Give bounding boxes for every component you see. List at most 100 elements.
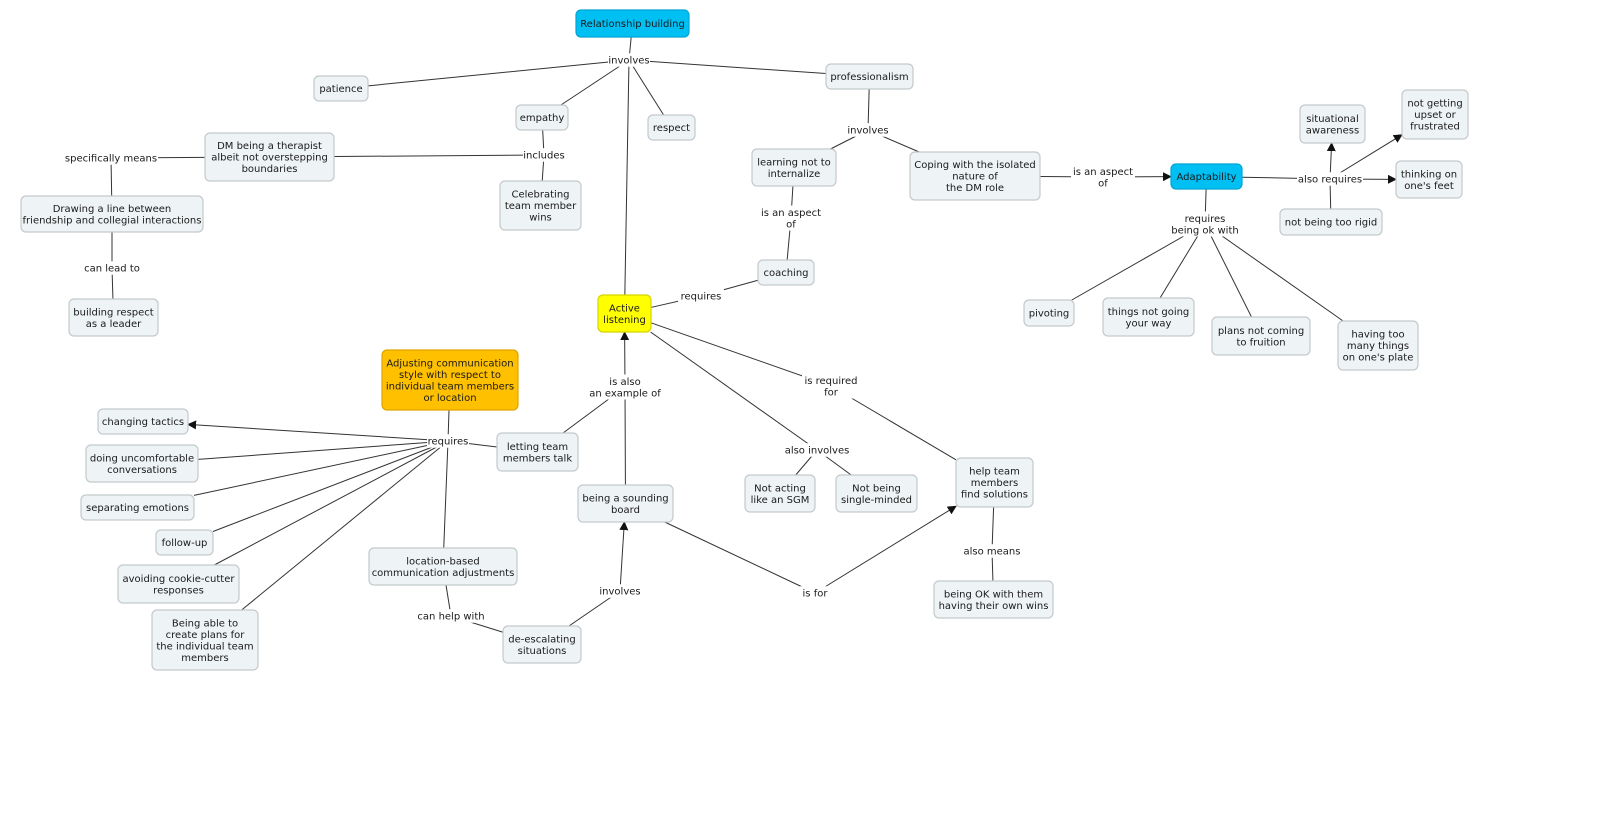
link-label-bg bbox=[416, 609, 486, 623]
concept-respect[interactable]: respect bbox=[647, 114, 696, 141]
concept-patience[interactable]: patience bbox=[313, 75, 369, 102]
concept-relationship-building[interactable]: Relationship building bbox=[575, 9, 690, 38]
link-label-bg bbox=[82, 261, 142, 275]
connector-involves-1-to-empathy bbox=[560, 59, 630, 106]
concept-separating-emotions[interactable]: separating emotions bbox=[80, 494, 195, 521]
connector-requires-ok-to-plans-not-coming bbox=[1204, 223, 1252, 318]
concept-box bbox=[1170, 163, 1243, 190]
link-label-also-means: also means bbox=[964, 547, 1021, 558]
concept-box bbox=[381, 349, 519, 411]
link-label-bg bbox=[800, 586, 830, 600]
concept-empathy[interactable]: empathy bbox=[515, 104, 569, 131]
concept-pivoting[interactable]: pivoting bbox=[1023, 299, 1075, 327]
link-label-is-for: is for bbox=[803, 589, 829, 600]
link-label-bg bbox=[64, 151, 158, 165]
connector-help-solutions-to-also-means bbox=[991, 506, 995, 552]
concept-label: empathy bbox=[520, 113, 565, 124]
concept-box bbox=[1023, 299, 1075, 327]
concept-not-rigid[interactable]: not being too rigid bbox=[1279, 208, 1383, 236]
link-label-bg bbox=[963, 544, 1021, 558]
connector-also-requires-to-not-upset bbox=[1329, 134, 1403, 180]
connector-requires-2-to-cookie-cutter bbox=[214, 440, 449, 566]
concept-box bbox=[835, 474, 918, 513]
link-label-bg bbox=[599, 584, 641, 598]
connector-involves-1-to-active-listening bbox=[624, 59, 630, 296]
concept-box bbox=[597, 294, 652, 333]
connector-requires-ok-to-pivoting bbox=[1071, 223, 1206, 301]
concept-label: Relationship building bbox=[580, 19, 685, 30]
connector-lines bbox=[110, 36, 1403, 633]
concept-box bbox=[97, 408, 189, 435]
concept-label: professionalism bbox=[830, 72, 908, 83]
concept-label: patience bbox=[319, 84, 362, 95]
concept-box bbox=[577, 484, 674, 523]
connector-requires-2-to-follow-up bbox=[212, 440, 449, 532]
link-label-involves-2: involves bbox=[847, 126, 888, 137]
concept-adaptability[interactable]: Adaptability bbox=[1170, 163, 1243, 190]
concept-box bbox=[155, 529, 214, 556]
connector-involves-1-to-professionalism bbox=[628, 59, 827, 75]
concept-coaching[interactable]: coaching bbox=[757, 259, 815, 286]
concept-box bbox=[1279, 208, 1383, 236]
connector-requires-2-to-changing-tactics bbox=[187, 420, 449, 442]
connector-requires-ok-to-too-many-things bbox=[1204, 223, 1344, 322]
link-label-bg bbox=[759, 205, 823, 231]
concept-box bbox=[85, 444, 199, 483]
concept-professionalism[interactable]: professionalism bbox=[825, 63, 914, 90]
concept-label: separating emotions bbox=[86, 503, 189, 514]
concept-box bbox=[1211, 316, 1311, 356]
concept-box bbox=[80, 494, 195, 521]
link-label-bg bbox=[427, 434, 469, 448]
concept-changing-tactics[interactable]: changing tactics bbox=[97, 408, 189, 435]
concept-box bbox=[1337, 320, 1419, 371]
link-label-bg bbox=[1170, 211, 1240, 237]
concept-box bbox=[368, 547, 518, 586]
concept-nodes: Relationship building patience empathy resp… bbox=[20, 9, 1469, 671]
link-label-requires-1: requires bbox=[681, 292, 722, 303]
concept-box bbox=[751, 148, 837, 187]
concept-follow-up[interactable]: follow-up bbox=[155, 529, 214, 556]
